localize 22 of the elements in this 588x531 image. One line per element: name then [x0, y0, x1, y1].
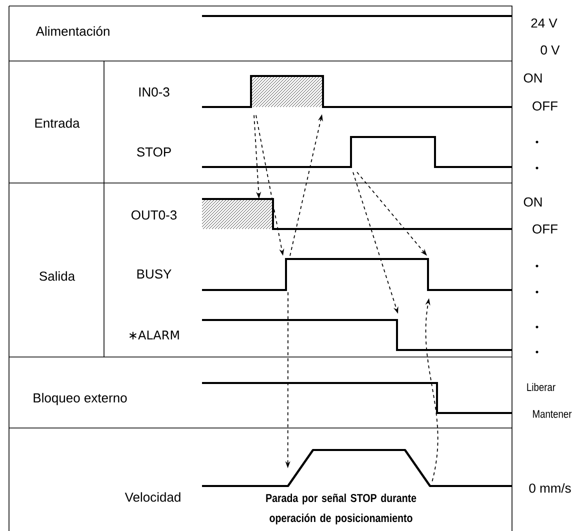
- row-label: Bloqueo externo: [34, 392, 127, 406]
- level-label: 0 V: [540, 45, 560, 55]
- row-label: STOP: [137, 147, 171, 157]
- level-label: Liberar: [527, 382, 556, 392]
- row-label: Entrada: [35, 118, 80, 128]
- level-label: OFF: [532, 224, 558, 234]
- level-label: ON: [524, 197, 542, 207]
- row-label: ∗ALARM: [129, 330, 179, 340]
- row-label: Salida: [40, 271, 76, 281]
- row-label: OUT0-3: [132, 210, 177, 220]
- level-label: ON: [524, 73, 542, 83]
- row-label: BUSY: [137, 269, 172, 279]
- level-label: OFF: [532, 101, 558, 111]
- signal-transition: [287, 449, 314, 487]
- row-label: IN0-3: [139, 87, 170, 97]
- signal-transition: [404, 449, 431, 487]
- row-label: Velocidad: [124, 492, 180, 502]
- caption: Parada por señal STOP durante operación de posicionamiento: [266, 494, 416, 524]
- level-label: 24 V: [531, 18, 558, 28]
- level-label: Mantener: [533, 410, 572, 418]
- level-label: 0 mm/s: [529, 483, 571, 493]
- row-label: Alimentación: [36, 26, 110, 36]
